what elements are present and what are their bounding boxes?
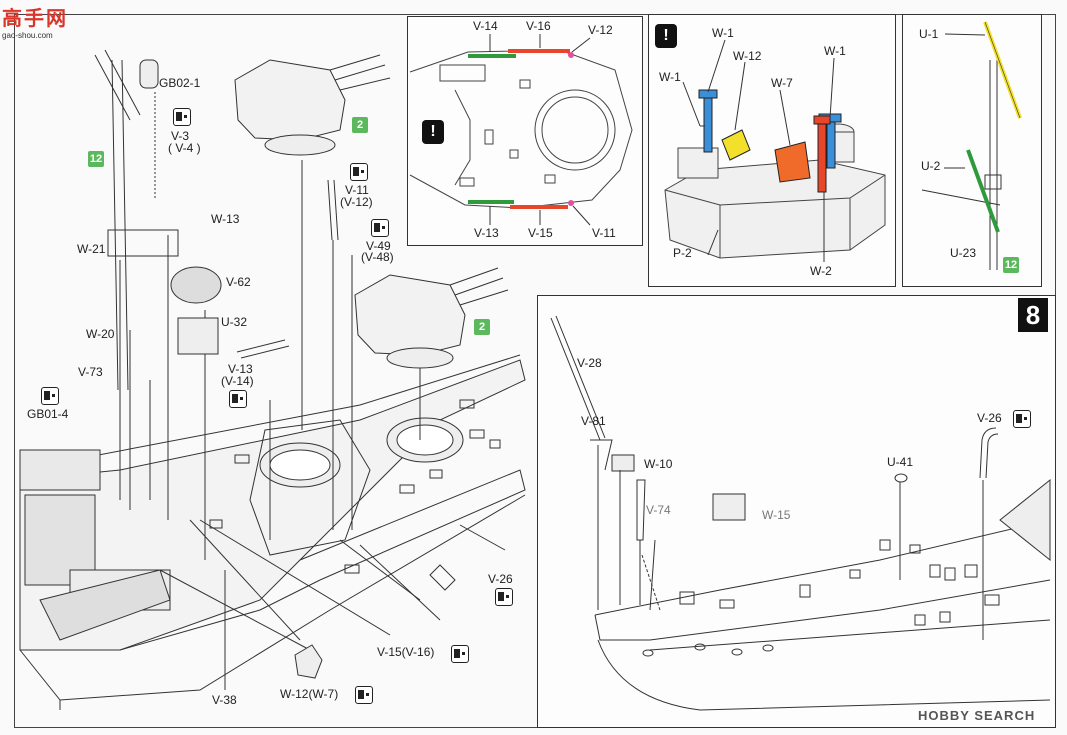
label-w-10: W-10 [644, 457, 673, 471]
cut-icon [229, 390, 247, 408]
label-w-1-a: W-1 [712, 26, 734, 40]
label-v-13-inset: V-13 [474, 226, 499, 240]
step-badge: 2 [352, 117, 368, 133]
warning-icon: ! [422, 120, 444, 144]
label-v-11-inset: V-11 [592, 226, 616, 240]
label-v-48: (V-48) [361, 250, 394, 264]
label-v-4: ( V-4 ) [168, 141, 201, 155]
step-badge: 12 [88, 151, 104, 167]
warning-icon: ! [655, 24, 677, 48]
label-w-2: W-2 [810, 264, 832, 278]
label-u-23: U-23 [950, 246, 977, 260]
cut-icon [355, 686, 373, 704]
cut-icon [350, 163, 368, 181]
cut-icon [1013, 410, 1031, 428]
label-w-1-c: W-1 [659, 70, 681, 84]
cut-icon [173, 108, 191, 126]
label-v-38: V-38 [212, 693, 237, 707]
label-v-62: V-62 [226, 275, 251, 289]
label-v-12: (V-12) [340, 195, 373, 209]
watermark-url: gao-shou.com [2, 31, 53, 40]
watermark-text: 高手网 [2, 8, 68, 30]
label-w-7: W-7 [771, 76, 793, 90]
label-v-26-right: V-26 [977, 411, 1002, 425]
label-v-81: V-81 [581, 414, 606, 428]
label-gb01-4: GB01-4 [27, 407, 69, 421]
label-v-12-inset: V-12 [588, 23, 613, 37]
label-w-1-b: W-1 [824, 44, 846, 58]
label-v-26: V-26 [488, 572, 513, 586]
label-w-12: W-12(W-7) [280, 687, 339, 701]
cut-icon [371, 219, 389, 237]
cut-icon [451, 645, 469, 663]
label-u-41: U-41 [887, 455, 914, 469]
label-u-1: U-1 [919, 27, 939, 41]
step-badge: 2 [474, 319, 490, 335]
label-u-2: U-2 [921, 159, 941, 173]
label-v-15-inset: V-15 [528, 226, 553, 240]
label-v-15: V-15(V-16) [377, 645, 435, 659]
inset-mast [902, 14, 1042, 287]
label-v-11: V-11 [345, 183, 369, 197]
cut-icon [495, 588, 513, 606]
label-w-20: W-20 [86, 327, 115, 341]
label-v-73: V-73 [78, 365, 103, 379]
label-v-49: V-49 [366, 239, 391, 253]
label-w-12-inset: W-12 [733, 49, 762, 63]
label-v-13: V-13 [228, 362, 253, 376]
label-v-74: V-74 [646, 503, 671, 517]
label-gb02-1: GB02-1 [159, 76, 201, 90]
label-p-2: P-2 [673, 246, 692, 260]
label-w-15: W-15 [762, 508, 791, 522]
step-badge: 12 [1003, 257, 1019, 273]
label-v-14: (V-14) [221, 374, 254, 388]
label-u-32: U-32 [221, 315, 248, 329]
label-v-16-inset: V-16 [526, 19, 551, 33]
label-w-21: W-21 [77, 242, 106, 256]
step-8-panel [537, 295, 1056, 728]
watermark-hobby-search: HOBBY SEARCH [918, 708, 1036, 723]
label-v-28: V-28 [577, 356, 602, 370]
label-v-3: V-3 [171, 129, 190, 143]
label-w-13: W-13 [211, 212, 240, 226]
label-v-14-inset: V-14 [473, 19, 498, 33]
step-number: 8 [1018, 298, 1048, 332]
cut-icon [41, 387, 59, 405]
watermark-logo: 高手网 gao-shou.com [2, 2, 68, 40]
